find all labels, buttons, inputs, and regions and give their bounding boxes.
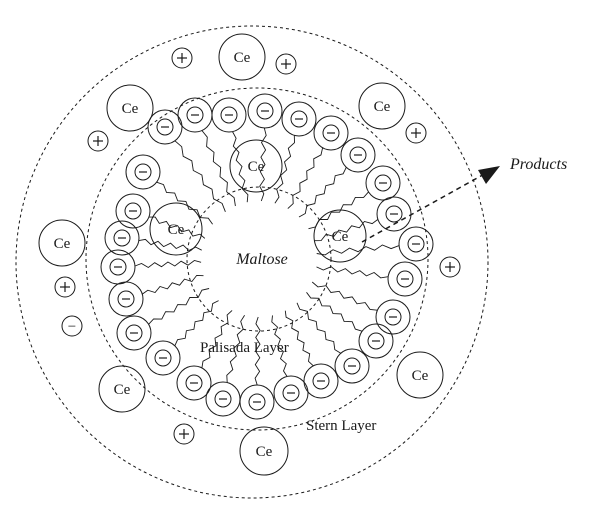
products-arrow [361,166,500,243]
surfactant-tail [296,302,342,354]
surfactant-tail [316,244,400,256]
stern-layer-boundary [85,87,429,431]
surfactant-head [387,261,423,297]
cerium-ion: Ce [149,202,203,256]
surfactant-head [313,115,349,151]
surfactant-tail [284,310,314,367]
stern-layer-label: Stern Layer [306,418,376,434]
surfactant-tail [148,288,210,325]
palisade-layer-label: Palisada Layer [200,340,289,356]
cerium-ion: Ce [98,365,146,413]
surfactant-tail [254,316,261,386]
surfactant-head [358,323,394,359]
cerium-ion-label: Ce [54,236,71,252]
surfactant-tail [316,266,389,279]
surfactant-head [211,97,247,133]
cerium-ion: Ce [313,209,367,263]
svg-text:−: − [68,319,76,335]
surfactant-head [145,340,181,376]
surfactant-tail [311,281,378,311]
cerium-ion-label: Ce [248,159,265,175]
plus-ion [439,256,461,278]
cerium-ion-label: Ce [256,444,273,460]
surfactant-tail [156,181,213,225]
cerium-ion: Ce [358,82,406,130]
cerium-ion-label: Ce [122,101,139,117]
surfactant-tail [259,127,267,202]
plus-ion [87,130,109,152]
surfactant-head [125,154,161,190]
cerium-ion-label: Ce [168,222,185,238]
plus-ion [171,47,193,69]
surfactant-tail [174,140,226,212]
surfactant-head [398,226,434,262]
surfactant-head [247,93,283,129]
plus-ion [275,53,297,75]
surfactant-tail [287,147,324,209]
cerium-ion: Ce [38,219,86,267]
surfactant-tail [226,314,245,383]
surfactant-tail [174,300,219,346]
free-minus-ion: − [61,315,83,337]
surfactant-head [239,384,275,420]
surfactant-tail [232,131,249,203]
plus-ion [405,122,427,144]
surfactant-head [365,165,401,201]
surfactant-tail [201,130,236,207]
cerium-ion-label: Ce [332,229,349,245]
core-boundary [186,186,332,332]
cerium-ion: Ce [229,139,283,193]
surfactant-tail [298,167,347,218]
plus-ion [173,423,195,445]
cerium-ion: Ce [106,84,154,132]
cerium-ion-label: Ce [234,50,251,66]
surfactant-tail [142,274,204,295]
surfactant-head [115,193,151,229]
surfactant-head [205,381,241,417]
surfactant-tails [134,127,400,386]
surfactant-tail [271,315,288,377]
surfactant-tail [134,260,202,269]
surfactant-head [273,375,309,411]
plus-ion [54,276,76,298]
outer-diffuse-boundary [15,25,489,499]
surfactant-tail [313,219,379,242]
surfactant-head [104,220,140,256]
cerium-ion-label: Ce [374,99,391,115]
surfactant-head [108,281,144,317]
cerium-ion: Ce [218,33,266,81]
surfactant-head [303,363,339,399]
surfactant-tail [306,292,363,332]
surfactant-tail [148,216,206,239]
surfactant-head [176,365,212,401]
cerium-ion: Ce [239,426,289,476]
cerium-ion-label: Ce [114,382,131,398]
free-plus-ions [54,47,461,445]
surfactant-heads [100,93,434,420]
surfactant-tail [138,238,202,252]
surfactant-head [281,101,317,137]
surfactant-tail [201,310,233,368]
surfactant-head [376,196,412,232]
surfactant-head [100,249,136,285]
surfactant-head [340,137,376,173]
surfactant-tail [274,135,295,204]
surfactant-head [375,299,411,335]
surfactant-head [116,315,152,351]
products-label: Products [509,156,567,173]
surfactant-head [147,109,183,145]
cerium-ion: Ce [396,351,444,399]
surfactant-head [177,97,213,133]
maltose-label: Maltose [235,251,288,268]
cerium-ion-label: Ce [412,368,429,384]
surfactant-head [334,348,370,384]
